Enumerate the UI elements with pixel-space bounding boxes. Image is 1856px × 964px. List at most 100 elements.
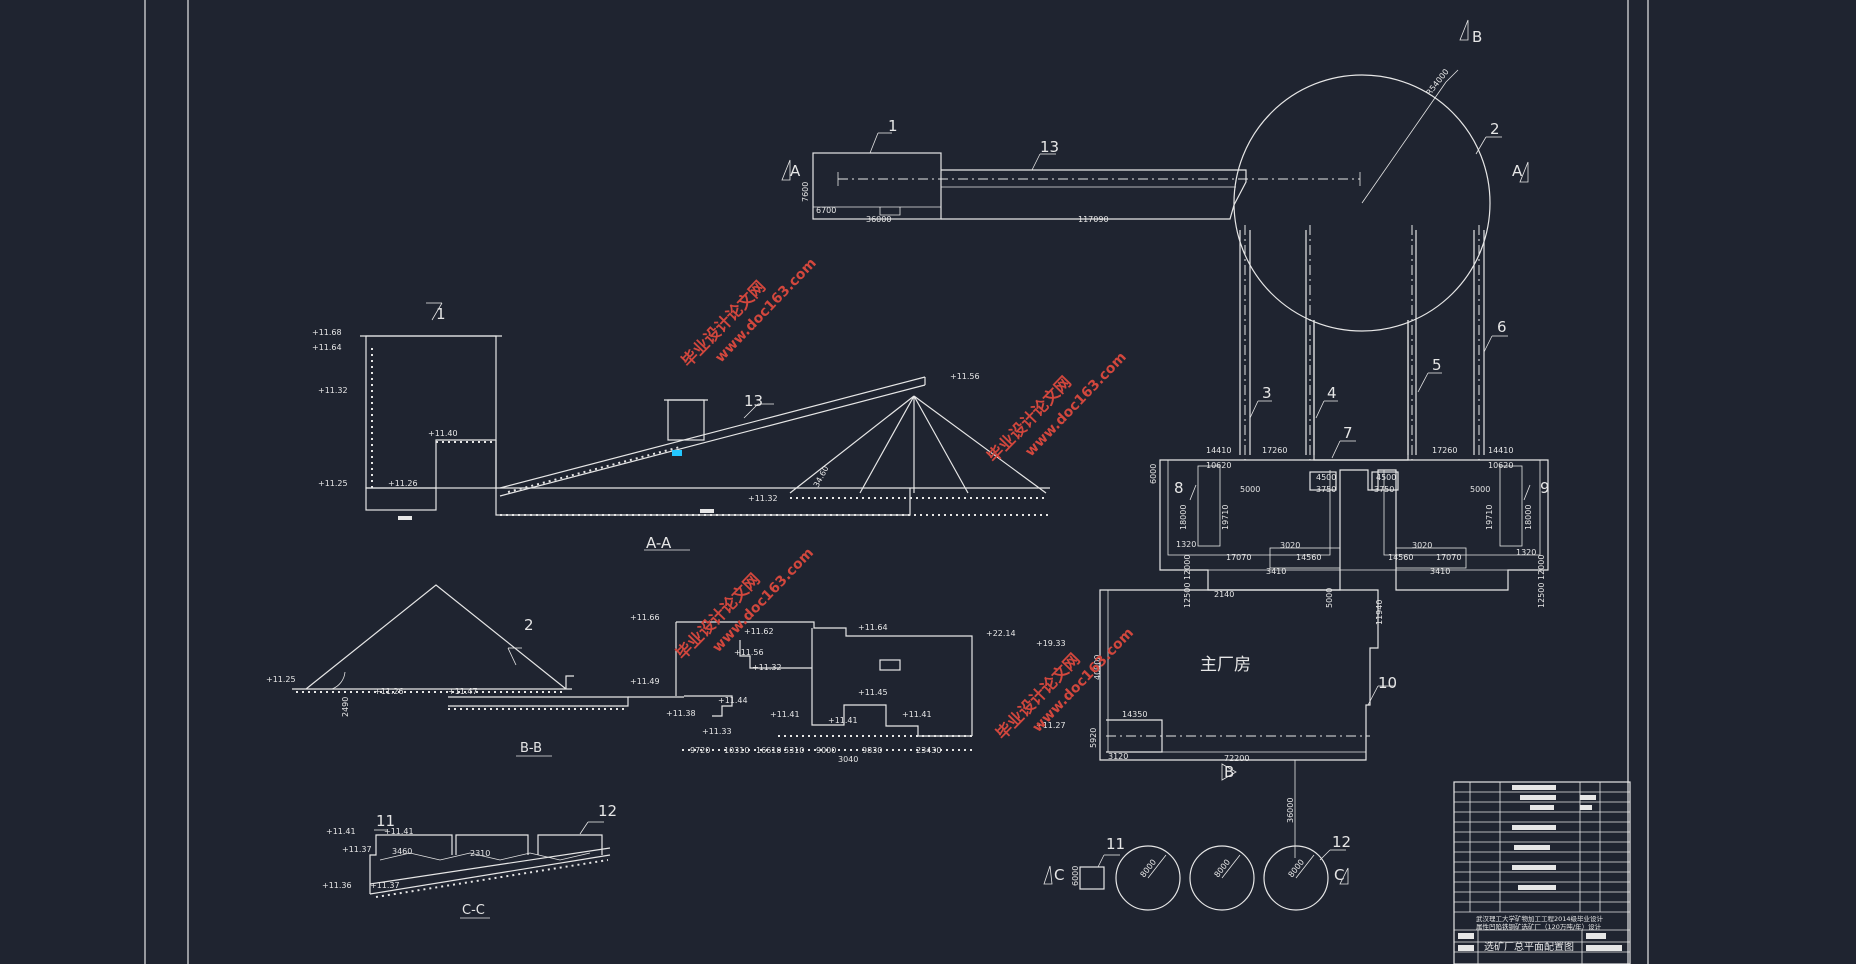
dim-sec-7: 23430: [916, 746, 941, 755]
elev-bb-3: +11.47: [448, 687, 478, 696]
cut-mark-b-top: B: [1472, 28, 1482, 46]
elev-sec-7: +11.32: [752, 663, 782, 672]
dim-14410-left: 14410: [1206, 446, 1231, 455]
elev-sec-9: +11.45: [858, 688, 888, 697]
dim-bb-1: 2490: [341, 697, 350, 717]
dim-40900: 40900: [1093, 655, 1102, 680]
item-number-13: 13: [1040, 138, 1059, 156]
elev-sec-10: +11.44: [718, 696, 748, 705]
thickener-tanks: [1079, 845, 1329, 911]
item-number-4: 4: [1327, 384, 1337, 402]
dim-17260-right: 17260: [1432, 446, 1457, 455]
elev-aa-1: +11.68: [312, 328, 342, 337]
dim-6000-c: 6000: [1071, 866, 1080, 886]
item-number-1-aa: 1: [436, 305, 446, 323]
item-number-6: 6: [1497, 318, 1507, 336]
section-label-cc: C-C: [462, 903, 485, 918]
elev-sec-16: +11.33: [702, 727, 732, 736]
dim-19710-left: 19710: [1221, 505, 1230, 530]
dim-36000-vertical: 36000: [1286, 798, 1295, 823]
dim-12500-left: 12500: [1183, 583, 1192, 608]
dim-3410-left: 3410: [1266, 567, 1286, 576]
dim-3120: 3120: [1108, 752, 1128, 761]
section-label-bb: B-B: [520, 741, 542, 756]
drawing-frame: [144, 0, 1649, 964]
section-cc-text: +11.41 +11.41 +11.37 +11.36 +11.37 3460 …: [322, 802, 617, 918]
item-number-10: 10: [1378, 674, 1397, 692]
dim-6000: 6000: [1149, 464, 1158, 484]
dim-sec-6: 9830: [862, 746, 882, 755]
elev-sec-5: +19.33: [1036, 639, 1066, 648]
cut-mark-a-right: A: [1512, 162, 1523, 180]
dim-14560-right: 14560: [1388, 553, 1413, 562]
dim-19710-right: 19710: [1485, 505, 1494, 530]
elev-sec-11: +11.38: [666, 709, 696, 718]
elev-cc-5: +11.37: [370, 881, 400, 890]
section-bb-text: +11.25 +11.26 +11.47 2490 2 B-B: [266, 616, 542, 756]
dim-4500-left: 4500: [1316, 473, 1336, 482]
dim-5920: 5920: [1089, 728, 1098, 748]
dim-14410-right: 14410: [1488, 446, 1513, 455]
elev-sec-13: +11.41: [828, 716, 858, 725]
elev-aa-8: +11.32: [748, 494, 778, 503]
elev-aa-5: +11.25: [318, 479, 348, 488]
item-number-3: 3: [1262, 384, 1272, 402]
cut-mark-c-right: C: [1334, 866, 1344, 884]
item-number-5: 5: [1432, 356, 1442, 374]
elev-cc-2: +11.41: [384, 827, 414, 836]
vertical-conveyors: [1239, 225, 1485, 461]
dim-7600: 7600: [801, 182, 810, 202]
title-block: [1453, 781, 1631, 964]
dim-cc-1: 3460: [392, 847, 412, 856]
elev-aa-7: +11.56: [950, 372, 980, 381]
elev-aa-6: +11.26: [388, 479, 418, 488]
cut-mark-c-left: C: [1054, 866, 1064, 884]
item-number-1: 1: [888, 117, 898, 135]
dim-117090: 117090: [1078, 215, 1109, 224]
item-number-13-aa: 13: [744, 392, 763, 410]
dim-18000-left: 18000: [1179, 505, 1188, 530]
item-number-12-cc: 12: [598, 802, 617, 820]
title-block-school-line2: 属性凹陷铁铜矿选矿厂（120万吨/年）设计: [1476, 922, 1602, 931]
crusher-buildings: [1159, 459, 1549, 591]
dim-5000-right: 5000: [1470, 485, 1490, 494]
item-number-2: 2: [1490, 120, 1500, 138]
elev-cc-4: +11.36: [322, 881, 352, 890]
section-cc: [369, 821, 611, 919]
dim-3410-right: 3410: [1430, 567, 1450, 576]
elev-sec-2: +11.62: [744, 627, 774, 636]
dim-3020-right: 3020: [1412, 541, 1432, 550]
dim-3020-left: 3020: [1280, 541, 1300, 550]
dim-3750-right: 3750: [1374, 485, 1394, 494]
dim-6700: 6700: [816, 206, 836, 215]
elev-sec-1: +11.66: [630, 613, 660, 622]
dim-17070-left: 17070: [1226, 553, 1251, 562]
dim-aa-1: 34.60: [812, 464, 831, 488]
elev-bb-2: +11.26: [374, 687, 404, 696]
title-block-school-line1: 武汉理工大学矿物加工工程2014级毕业设计: [1476, 914, 1604, 923]
cut-mark-b-bottom: B: [1224, 763, 1234, 781]
dim-72200: 72200: [1224, 754, 1249, 763]
watermark-2: 毕业设计论文网 www.doc163.com: [983, 349, 1129, 466]
dim-3750-left: 3750: [1316, 485, 1336, 494]
elev-sec-12: +11.41: [770, 710, 800, 719]
dim-11940: 11940: [1375, 600, 1384, 625]
watermark-1: 毕业设计论文网 www.doc163.com: [678, 255, 820, 370]
dim-sec-1: 9720: [690, 746, 710, 755]
dim-10620-right: 10620: [1488, 461, 1513, 470]
elev-aa-4: +11.40: [428, 429, 458, 438]
dim-17070-right: 17070: [1436, 553, 1461, 562]
elev-sec-4: +22.14: [986, 629, 1016, 638]
section-label-aa: A-A: [646, 534, 672, 552]
elev-sec-8: +11.49: [630, 677, 660, 686]
plan-dimensions: 7600 6700 36000 117090 R54000 6000 14410…: [801, 67, 1546, 886]
dim-4500-right: 4500: [1376, 473, 1396, 482]
elev-cc-3: +11.37: [342, 845, 372, 854]
section-main-plant: [628, 621, 973, 751]
dim-sec-4: 5310: [784, 746, 804, 755]
main-building-label: 主厂房: [1200, 655, 1251, 675]
cut-mark-a-left: A: [790, 162, 801, 180]
item-number-7: 7: [1343, 424, 1353, 442]
item-number-11-cc: 11: [376, 812, 395, 830]
